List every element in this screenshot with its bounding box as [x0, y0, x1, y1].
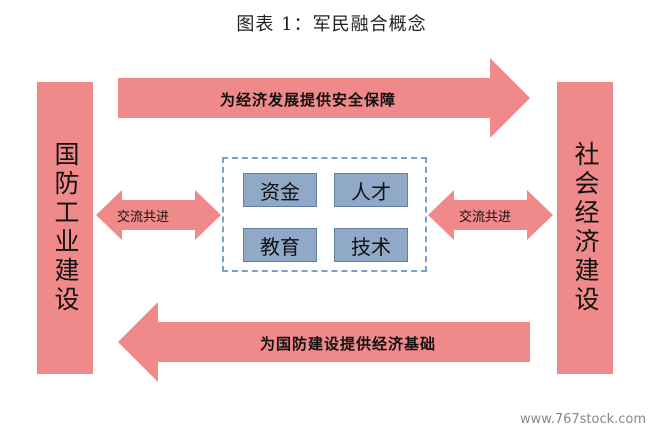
right-exchange-arrow	[428, 190, 553, 240]
top-arrow	[118, 58, 530, 138]
exchange-right-label: 交流共进	[458, 210, 511, 225]
pillar-national-defense: 国防工业建设	[37, 82, 93, 374]
resource-technology: 技术	[334, 228, 408, 262]
resource-education: 教育	[243, 228, 317, 262]
pillar-left-label: 国防工业建设	[51, 141, 80, 315]
figure-title: 图表 1：军民融合概念	[236, 14, 427, 35]
exchange-left-label: 交流共进	[116, 210, 169, 225]
bottom-arrow-label: 为国防建设提供经济基础	[259, 335, 436, 353]
left-exchange-arrow	[96, 190, 221, 240]
bottom-arrow	[118, 302, 530, 382]
watermark: www.767stock.com	[520, 412, 647, 427]
resource-funds: 资金	[243, 173, 317, 207]
pillar-social-economy: 社会经济建设	[557, 82, 613, 374]
resource-talent: 人才	[334, 173, 408, 207]
top-arrow-label: 为经济发展提供安全保障	[219, 91, 396, 109]
pillar-right-label: 社会经济建设	[571, 141, 600, 315]
